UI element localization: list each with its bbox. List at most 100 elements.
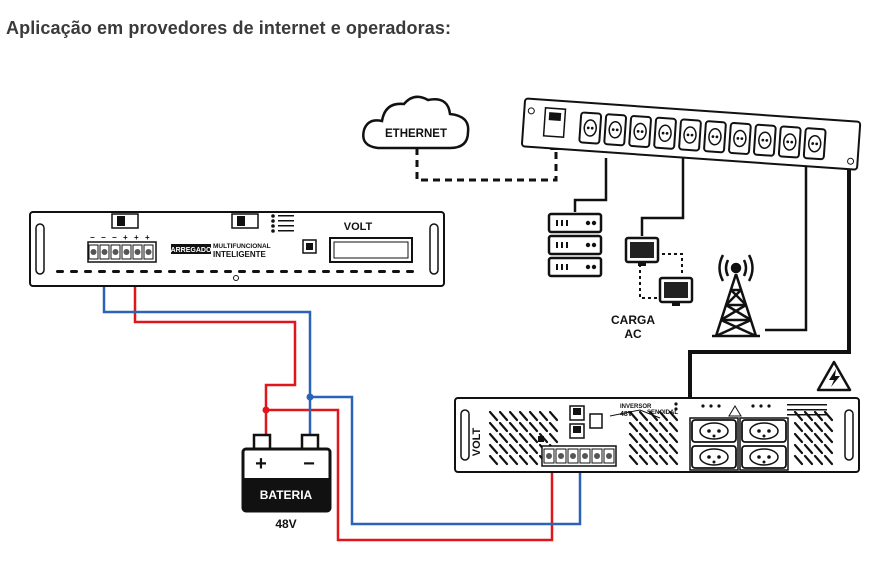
inverter-vent-slot xyxy=(813,432,824,444)
svg-text:+: + xyxy=(134,233,139,242)
inverter-vent-slot xyxy=(638,443,649,455)
charger-label-box-text: CARREGADOR xyxy=(166,247,217,254)
inverter-vent-slot xyxy=(668,454,679,466)
inverter-vent-slot xyxy=(628,421,639,433)
ac-outlet-icon xyxy=(741,445,787,469)
charger-vent-slot xyxy=(322,270,330,273)
monitor-icon xyxy=(624,236,660,266)
inverter-vent-slot xyxy=(508,410,519,422)
antenna-tower-icon xyxy=(712,254,760,338)
inverter-terminal-screw xyxy=(591,448,603,464)
charger-vent-slot xyxy=(392,270,400,273)
inverter-vent-slot xyxy=(658,410,669,422)
charger-unit: −−− +++ CARREGADOR MULTIFUNCIONAL INTELI… xyxy=(29,211,445,287)
inverter-vent-slot xyxy=(488,421,499,433)
pdu-unit xyxy=(521,97,862,171)
inverter-vent-slot xyxy=(793,443,804,455)
inverter-ac-outlets xyxy=(691,419,787,469)
svg-text:+: + xyxy=(145,233,150,242)
pdu-outlet-icon xyxy=(678,118,702,152)
svg-text:−: − xyxy=(112,233,117,242)
junction-positive xyxy=(262,406,270,414)
inverter-vent-slot xyxy=(488,454,499,466)
inverter-vent-slot xyxy=(803,454,814,466)
charger-polarity-marks: −−− +++ xyxy=(90,233,150,242)
charger-terminals xyxy=(88,244,154,260)
charger-vent-slot xyxy=(280,270,288,273)
charger-brand: VOLT xyxy=(344,221,373,233)
cable-pdu-server xyxy=(573,158,608,212)
inverter-vent-slot xyxy=(508,454,519,466)
inverter-terminal-screw xyxy=(603,448,615,464)
pdu-mount-hole-2 xyxy=(847,157,855,165)
inverter-vent-slot xyxy=(638,421,649,433)
high-voltage-warning-icon xyxy=(816,360,852,392)
pdu-outlet-icon xyxy=(653,116,677,150)
inverter-vent-slot xyxy=(488,432,499,444)
inverter-vent-slot xyxy=(668,410,679,422)
inverter-vent-slot xyxy=(498,454,509,466)
inverter-vent-slot xyxy=(628,454,639,466)
pdu-outlet-icon xyxy=(802,127,827,161)
pdu-outlets xyxy=(578,111,827,161)
server-icon xyxy=(547,212,603,278)
inverter-leds xyxy=(674,402,827,416)
inverter-vent-slot xyxy=(803,443,814,455)
inverter-vent-slot xyxy=(648,454,659,466)
pdu-mount-hole xyxy=(527,107,535,115)
inverter-vent-slot xyxy=(813,454,824,466)
monitor-dotted-link-2 xyxy=(639,264,658,299)
inverter-warning-mark xyxy=(728,405,742,417)
inverter-vent-slot xyxy=(823,443,834,455)
charger-vent-slot xyxy=(210,270,218,273)
pdu-outlet-icon xyxy=(703,120,727,154)
svg-text:+: + xyxy=(123,233,128,242)
charger-leds xyxy=(271,214,294,233)
cable-pdu-inverter xyxy=(688,158,851,398)
inverter-vent-slot xyxy=(668,432,679,444)
inverter-vent-slot xyxy=(518,454,529,466)
inverter-vents-right xyxy=(628,410,834,466)
inverter-vent-slot xyxy=(793,410,804,422)
load-label-line2: AC xyxy=(624,327,642,341)
charger-label-line1: MULTIFUNCIONAL xyxy=(213,243,271,250)
charger-vent-slot xyxy=(252,270,260,273)
inverter-label-line3: SENOIDAL xyxy=(647,410,678,416)
inverter-vent-slot xyxy=(823,432,834,444)
inverter-vent-slot xyxy=(648,410,659,422)
inverter-vent-slot xyxy=(648,421,659,433)
charger-rack-slot-left xyxy=(35,223,45,275)
charger-vent-slot xyxy=(294,270,302,273)
inverter-label-line1: INVERSOR xyxy=(620,404,652,410)
charger-terminal-screw xyxy=(121,244,132,260)
charger-vent-slot xyxy=(350,270,358,273)
charger-vent-slot xyxy=(70,270,78,273)
inverter-breaker-3 xyxy=(589,413,603,429)
negative-wires xyxy=(102,262,582,526)
cable-pdu-monitor xyxy=(640,158,685,236)
inverter-brand: VOLT xyxy=(471,427,483,456)
load-label-line1: CARGA xyxy=(611,313,655,327)
charger-vents xyxy=(56,270,414,273)
inverter-vent-slot xyxy=(498,421,509,433)
charger-vent-slot xyxy=(364,270,372,273)
battery-minus: − xyxy=(303,453,315,475)
charger-vent-slot xyxy=(112,270,120,273)
inverter-vent-slot xyxy=(498,410,509,422)
charger-label-box xyxy=(171,244,211,254)
charger-terminal-screw xyxy=(132,244,143,260)
charger-terminal-screw xyxy=(88,244,99,260)
inverter-vent-slot xyxy=(803,410,814,422)
wire-battery-inverter-negative xyxy=(310,395,582,526)
inverter-vent-slot xyxy=(638,432,649,444)
inverter-vent-slot xyxy=(528,454,539,466)
inverter-vent-slot xyxy=(793,432,804,444)
inverter-vent-slot xyxy=(648,432,659,444)
inverter-vent-slot xyxy=(488,410,499,422)
charger-vent-slot xyxy=(154,270,162,273)
inverter-vent-slot xyxy=(488,443,499,455)
charger-vent-slot xyxy=(126,270,134,273)
inverter-terminal-screw xyxy=(543,448,555,464)
pdu-outlet-icon xyxy=(578,111,603,145)
